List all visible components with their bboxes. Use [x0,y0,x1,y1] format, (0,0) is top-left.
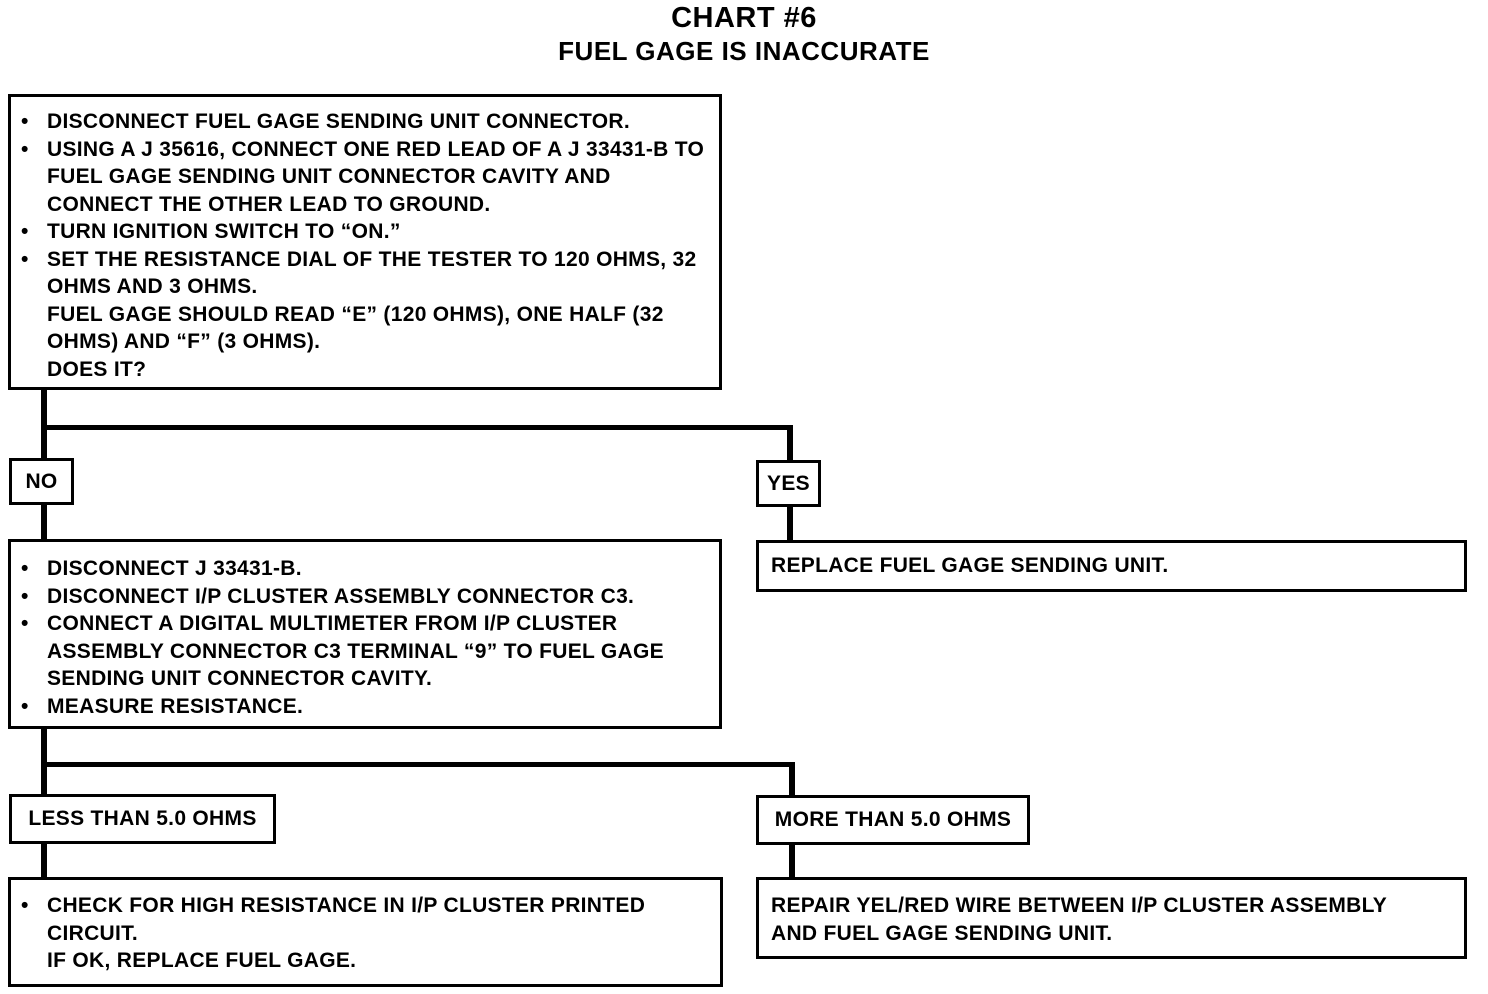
step1-bullet-item: • DISCONNECT FUEL GAGE SENDING UNIT CONNE… [11,108,719,136]
more-action-box: REPAIR YEL/RED WIRE BETWEEN I/P CLUSTER … [756,877,1467,959]
connector-step1-down [41,389,47,460]
bullet-icon: • [21,584,29,608]
bullet-icon: • [21,557,29,580]
step1-bullet-list: • DISCONNECT FUEL GAGE SENDING UNIT CONNE… [11,108,719,301]
more-than-label: MORE THAN 5.0 OHMS [756,795,1030,845]
connector-step2-down [41,727,47,795]
bullet-icon: • [21,110,29,133]
connector-branch2-horizontal [41,762,794,767]
step1-question: DOES IT? [47,357,147,381]
less-than-label: LESS THAN 5.0 OHMS [9,794,276,844]
less-action-followup: IF OK, REPLACE FUEL GAGE. [47,949,357,972]
less-action-bullet-item: • CHECK FOR HIGH RESISTANCE IN I/P CLUSTE… [11,892,720,947]
chart-subtitle: FUEL GAGE IS INACCURATE [558,36,930,66]
connector-no-to-step2 [41,503,47,540]
less-action-list: • CHECK FOR HIGH RESISTANCE IN I/P CLUSTE… [11,892,720,947]
bullet-icon: • [21,137,29,161]
bullet-icon: • [21,247,29,271]
step1-followup: FUEL GAGE SHOULD READ “E” (120 OHMS), ON… [47,302,664,354]
connector-yes-to-action [787,505,793,541]
less-action-box: • CHECK FOR HIGH RESISTANCE IN I/P CLUSTE… [8,877,723,987]
step2-bullet-text: MEASURE RESISTANCE. [47,694,304,718]
step1-box: • DISCONNECT FUEL GAGE SENDING UNIT CONNE… [8,94,722,390]
step2-bullet-list: • DISCONNECT J 33431-B. • DISCONNECT I/P C… [11,555,719,720]
chart-title: CHART #6 [671,2,817,34]
bullet-icon: • [21,894,29,917]
no-label: NO [9,458,74,505]
step1-bullet-text: DISCONNECT FUEL GAGE SENDING UNIT CONNEC… [47,110,630,133]
less-action-bullet-text: CHECK FOR HIGH RESISTANCE IN I/P CLUSTER… [47,894,646,945]
step1-bullet-item: • SET THE RESISTANCE DIAL OF THE TESTER T… [11,246,719,301]
step2-bullet-text: CONNECT A DIGITAL MULTIMETER FROM I/P CL… [47,612,664,690]
yes-action-box: REPLACE FUEL GAGE SENDING UNIT. [756,540,1467,592]
connector-more-down [789,762,795,796]
step2-bullet-text: DISCONNECT J 33431-B. [47,557,302,580]
step2-box: • DISCONNECT J 33431-B. • DISCONNECT I/P C… [8,539,722,729]
step2-bullet-item: • DISCONNECT J 33431-B. [11,555,719,583]
connector-more-to-action [789,843,795,878]
connector-yes-down [787,425,793,461]
step1-bullet-item: • TURN IGNITION SWITCH TO “ON.” [11,218,719,246]
step2-bullet-text: DISCONNECT I/P CLUSTER ASSEMBLY CONNECTO… [47,584,635,608]
connector-branch1-horizontal [41,425,792,430]
step1-bullet-text: USING A J 35616, CONNECT ONE RED LEAD OF… [47,137,705,216]
yes-action-text: REPLACE FUEL GAGE SENDING UNIT. [771,554,1169,578]
connector-less-to-action [41,842,47,878]
step1-bullet-text: SET THE RESISTANCE DIAL OF THE TESTER TO… [47,247,697,299]
step1-bullet-text: TURN IGNITION SWITCH TO “ON.” [47,220,401,243]
step1-bullet-item: • USING A J 35616, CONNECT ONE RED LEAD O… [11,136,719,219]
bullet-icon: • [21,220,29,243]
bullet-icon: • [21,612,29,635]
yes-label: YES [756,460,821,507]
step2-bullet-item: • DISCONNECT I/P CLUSTER ASSEMBLY CONNECT… [11,583,719,611]
step2-bullet-item: • CONNECT A DIGITAL MULTIMETER FROM I/P C… [11,610,719,693]
bullet-icon: • [21,694,29,718]
more-action-text: REPAIR YEL/RED WIRE BETWEEN I/P CLUSTER … [771,894,1387,945]
step2-bullet-item: • MEASURE RESISTANCE. [11,693,719,721]
